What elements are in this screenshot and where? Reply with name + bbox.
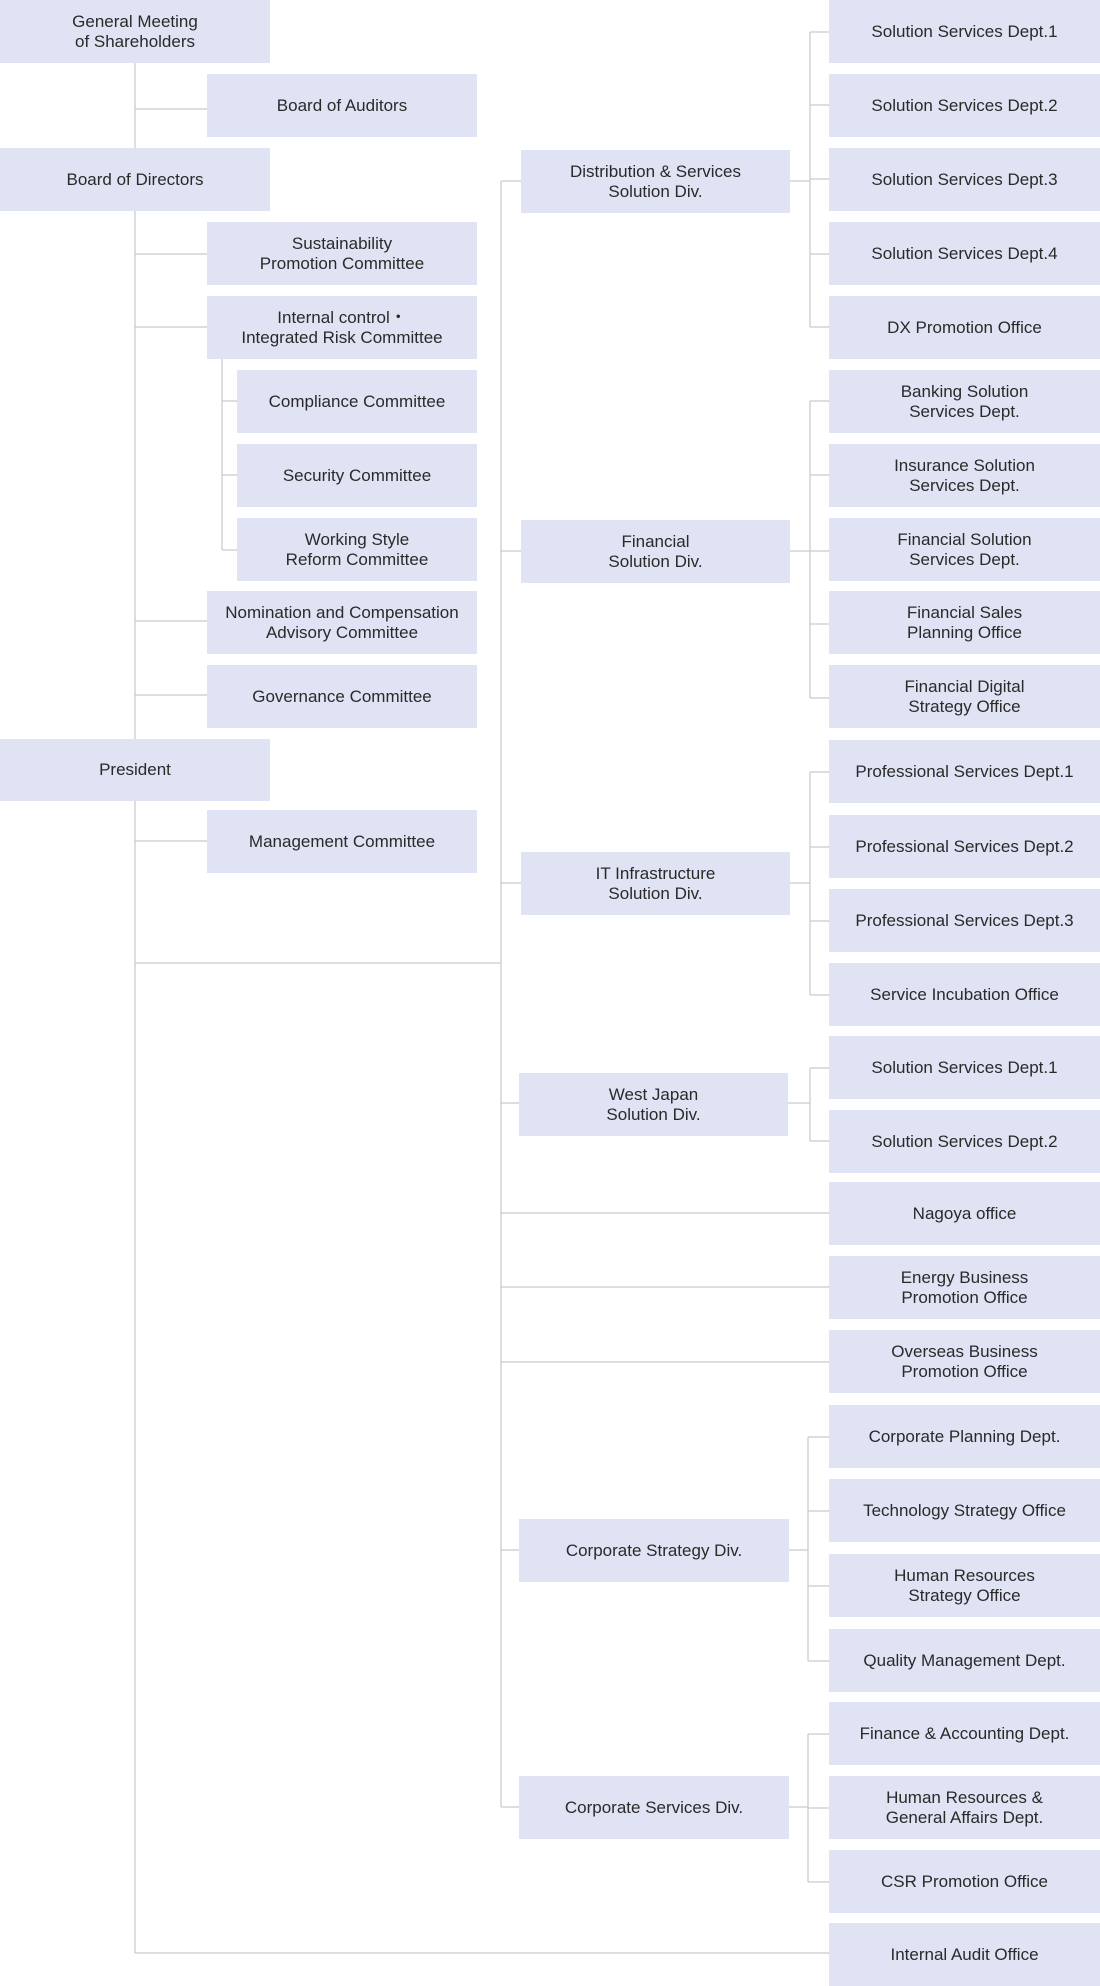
- energy-business-office-box: Energy Business Promotion Office: [829, 1256, 1100, 1319]
- finance-accounting-dept-box: Finance & Accounting Dept.: [829, 1702, 1100, 1765]
- nagoya-office-box: Nagoya office: [829, 1182, 1100, 1245]
- west-japan-division-box: West Japan Solution Div.: [519, 1073, 788, 1136]
- working-style-committee-box: Working Style Reform Committee: [237, 518, 477, 581]
- overseas-business-office-box: Overseas Business Promotion Office: [829, 1330, 1100, 1393]
- dist-solution-dept-4-box: Solution Services Dept.4: [829, 222, 1100, 285]
- dist-solution-dept-2-box: Solution Services Dept.2: [829, 74, 1100, 137]
- professional-services-dept-3-box: Professional Services Dept.3: [829, 889, 1100, 952]
- service-incubation-office-box: Service Incubation Office: [829, 963, 1100, 1026]
- quality-management-dept-box: Quality Management Dept.: [829, 1629, 1100, 1692]
- nomination-committee-box: Nomination and Compensation Advisory Com…: [207, 591, 477, 654]
- financial-division-box: Financial Solution Div.: [521, 520, 790, 583]
- technology-strategy-office-box: Technology Strategy Office: [829, 1479, 1100, 1542]
- hr-strategy-office-box: Human Resources Strategy Office: [829, 1554, 1100, 1617]
- wj-solution-dept-1-box: Solution Services Dept.1: [829, 1036, 1100, 1099]
- management-committee-box: Management Committee: [207, 810, 477, 873]
- shareholders-box: General Meeting of Shareholders: [0, 0, 270, 63]
- insurance-solution-dept-box: Insurance Solution Services Dept.: [829, 444, 1100, 507]
- auditors-box: Board of Auditors: [207, 74, 477, 137]
- wj-solution-dept-2-box: Solution Services Dept.2: [829, 1110, 1100, 1173]
- governance-committee-box: Governance Committee: [207, 665, 477, 728]
- financial-digital-office-box: Financial Digital Strategy Office: [829, 665, 1100, 728]
- dist-solution-dept-1-box: Solution Services Dept.1: [829, 0, 1100, 63]
- professional-services-dept-2-box: Professional Services Dept.2: [829, 815, 1100, 878]
- corporate-services-division-box: Corporate Services Div.: [519, 1776, 789, 1839]
- president-box: President: [0, 739, 270, 801]
- professional-services-dept-1-box: Professional Services Dept.1: [829, 740, 1100, 803]
- distribution-division-box: Distribution & Services Solution Div.: [521, 150, 790, 213]
- it-infrastructure-division-box: IT Infrastructure Solution Div.: [521, 852, 790, 915]
- financial-solution-dept-box: Financial Solution Services Dept.: [829, 518, 1100, 581]
- security-committee-box: Security Committee: [237, 444, 477, 507]
- compliance-committee-box: Compliance Committee: [237, 370, 477, 433]
- financial-sales-office-box: Financial Sales Planning Office: [829, 591, 1100, 654]
- internal-audit-office-box: Internal Audit Office: [829, 1923, 1100, 1986]
- hr-general-affairs-dept-box: Human Resources & General Affairs Dept.: [829, 1776, 1100, 1839]
- corporate-planning-dept-box: Corporate Planning Dept.: [829, 1405, 1100, 1468]
- csr-promotion-office-box: CSR Promotion Office: [829, 1850, 1100, 1913]
- dist-solution-dept-3-box: Solution Services Dept.3: [829, 148, 1100, 211]
- directors-box: Board of Directors: [0, 148, 270, 211]
- banking-solution-dept-box: Banking Solution Services Dept.: [829, 370, 1100, 433]
- corporate-strategy-division-box: Corporate Strategy Div.: [519, 1519, 789, 1582]
- sustainability-committee-box: Sustainability Promotion Committee: [207, 222, 477, 285]
- dx-promotion-office-box: DX Promotion Office: [829, 296, 1100, 359]
- internal-control-committee-box: Internal control・ Integrated Risk Commit…: [207, 296, 477, 359]
